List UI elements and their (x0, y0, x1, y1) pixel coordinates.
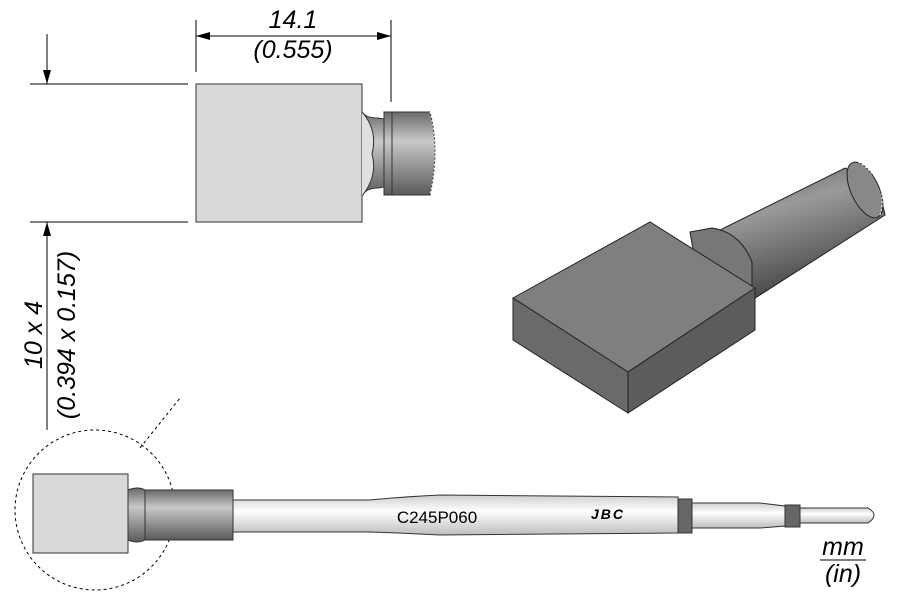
section-in-label: (0.394 x 0.157) (53, 251, 81, 419)
tip-3d-view (512, 159, 886, 414)
tip-side-view (195, 83, 436, 223)
length-in-label: (0.555) (253, 36, 332, 64)
length-dimension: 14.1 (0.555) (195, 6, 392, 102)
section-mm-label: 10 x 4 (20, 301, 48, 369)
units-legend: mm (in) (820, 533, 866, 588)
unit-in: (in) (825, 560, 861, 588)
model-label: C245P060 (397, 508, 477, 527)
section-dimension: 10 x 4 (0.394 x 0.157) (20, 34, 188, 430)
length-mm-label: 14.1 (269, 6, 318, 34)
tip-full-view: C245P060 JBC (14, 397, 875, 591)
unit-mm: mm (822, 533, 864, 561)
brand-logo: JBC (591, 506, 625, 522)
